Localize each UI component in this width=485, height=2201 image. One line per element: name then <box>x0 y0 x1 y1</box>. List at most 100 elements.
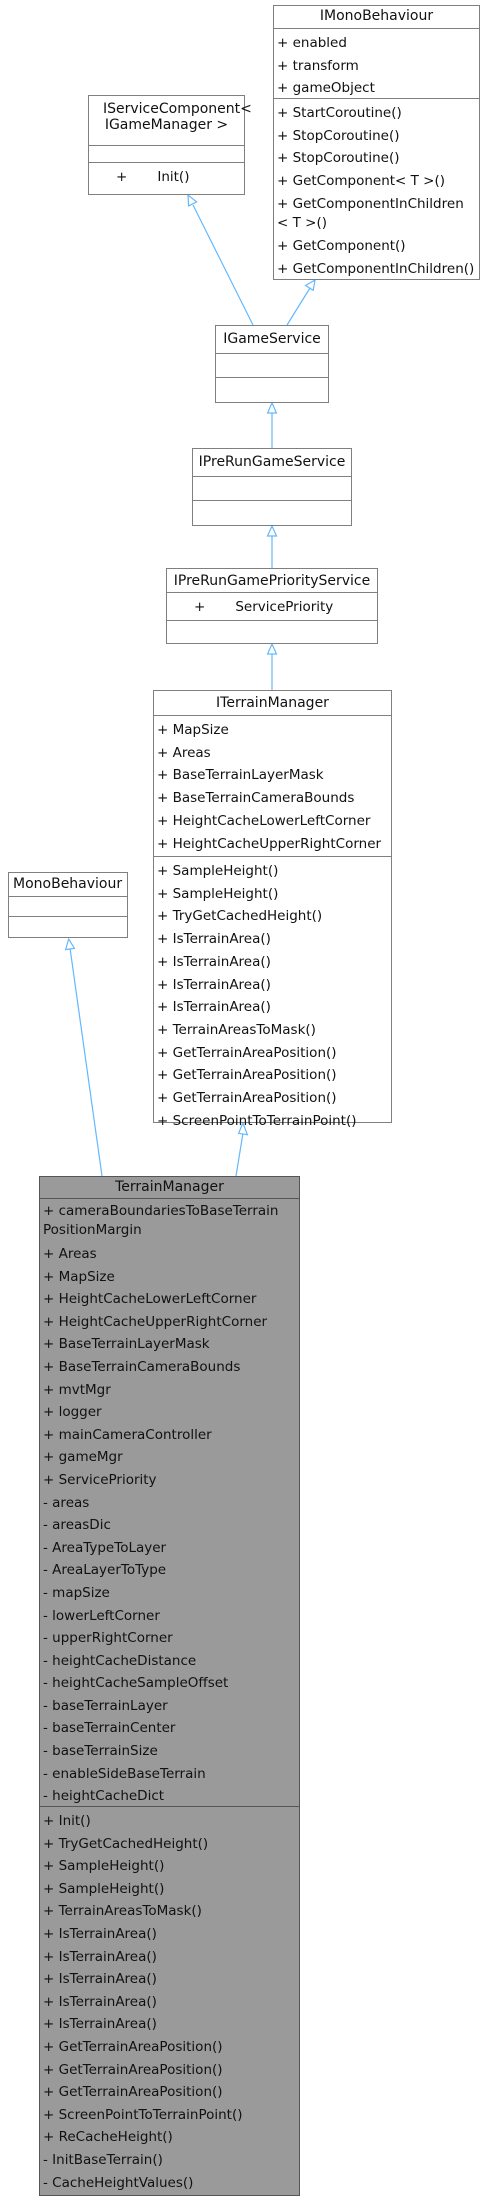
attribute: + HeightCacheUpperRightCorner <box>157 835 382 852</box>
operation: + IsTerrainArea() <box>43 2016 157 2033</box>
operations-section <box>193 501 351 504</box>
operation: + IsTerrainArea() <box>157 953 271 970</box>
operation: + IsTerrainArea() <box>157 931 271 948</box>
attribute: - baseTerrainSize <box>43 1743 158 1760</box>
arrowhead-iprerunprio <box>266 642 278 655</box>
class-title: IGameService <box>216 326 328 354</box>
operation: + StopCoroutine() <box>277 150 400 167</box>
attribute: + MapSize <box>43 1268 115 1285</box>
attribute: - heightCacheDistance <box>43 1652 197 1669</box>
attribute: + gameObject <box>277 80 375 97</box>
attribute: + mainCameraController <box>43 1426 212 1443</box>
operation: + SampleHeight() <box>157 885 279 902</box>
class-iprerungameservice[interactable]: IPreRunGameService <box>192 448 352 526</box>
attribute: + HeightCacheLowerLeftCorner <box>43 1291 257 1308</box>
attribute: + logger <box>43 1404 102 1421</box>
class-title: IPreRunGamePriorityService <box>167 569 377 593</box>
operation: + StartCoroutine() <box>277 105 402 121</box>
attributes-section: + cameraBoundariesToBaseTerrain Position… <box>40 1199 299 1807</box>
attribute: - baseTerrainCenter <box>43 1720 176 1737</box>
operation: + ScreenPointToTerrainPoint() <box>43 2106 243 2123</box>
attribute: - areasDic <box>43 1517 111 1534</box>
operations-section: + Init() + TryGetCachedHeight() + Sample… <box>40 1807 299 2194</box>
operations-section <box>216 378 328 381</box>
class-terrainmanager[interactable]: TerrainManager + cameraBoundariesToBaseT… <box>39 1176 300 2196</box>
attribute: - baseTerrainLayer <box>43 1697 168 1714</box>
operation: + GetComponentInChildren < T >() <box>277 195 464 231</box>
class-igameservice[interactable]: IGameService <box>215 325 329 403</box>
attribute: + BaseTerrainLayerMask <box>43 1336 210 1353</box>
edge-terrain-to-iterrain <box>235 1132 244 1177</box>
attribute: + BaseTerrainLayerMask <box>157 767 324 784</box>
arrowhead-iterrain <box>237 1121 249 1136</box>
attributes-section <box>216 354 328 378</box>
attribute: + HeightCacheLowerLeftCorner <box>157 812 371 829</box>
class-imonobehaviour[interactable]: IMonoBehaviour + enabled + transform + g… <box>273 5 480 280</box>
attribute: - lowerLeftCorner <box>43 1607 160 1624</box>
operation: + IsTerrainArea() <box>43 1925 157 1942</box>
operation: + SampleHeight() <box>43 1880 165 1897</box>
operations-section: + StartCoroutine() + StopCoroutine() + S… <box>274 99 479 280</box>
operation: + IsTerrainArea() <box>157 976 271 993</box>
operations-section <box>167 621 377 624</box>
operation: + TerrainAreasToMask() <box>43 1903 202 1920</box>
operation: + SampleHeight() <box>157 863 279 879</box>
attribute: - upperRightCorner <box>43 1630 173 1647</box>
attribute: + enabled <box>277 35 347 51</box>
attribute: - mapSize <box>43 1584 110 1601</box>
operation: + TryGetCachedHeight() <box>43 1835 209 1852</box>
attribute: + transform <box>277 57 359 74</box>
attributes-section: + ServicePriority <box>167 593 377 621</box>
operation: + ScreenPointToTerrainPoint() <box>157 1112 357 1129</box>
edge-terrain-to-mono <box>69 947 103 1177</box>
arrowhead-imono <box>304 278 316 292</box>
attribute: - areas <box>43 1494 90 1511</box>
edge-igame-to-iservice <box>192 204 254 326</box>
attribute: - AreaLayerToType <box>43 1562 167 1579</box>
class-title: IServiceComponent< IGameManager > <box>89 96 252 146</box>
class-iservicecomponent[interactable]: IServiceComponent< IGameManager > + Init… <box>88 95 252 195</box>
operation: + GetTerrainAreaPosition() <box>43 2038 223 2055</box>
operation: + ReCacheHeight() <box>43 2129 173 2146</box>
class-iprerungamepriorityservice[interactable]: IPreRunGamePriorityService + ServicePrio… <box>166 568 378 644</box>
attribute: - enableSideBaseTerrain <box>43 1765 206 1782</box>
operation: + GetTerrainAreaPosition() <box>43 2084 223 2101</box>
class-title: IMonoBehaviour <box>274 6 479 29</box>
arrowhead-iprerun <box>266 524 278 537</box>
attributes-section: + MapSize + Areas + BaseTerrainLayerMask… <box>154 716 391 857</box>
attribute: + ServicePriority <box>43 1471 157 1488</box>
arrowhead-igame <box>266 401 278 414</box>
operations-section: + SampleHeight() + SampleHeight() + TryG… <box>154 857 391 1132</box>
class-title: MonoBehaviour <box>9 873 127 897</box>
attribute: + ServicePriority <box>194 599 334 615</box>
operation: + IsTerrainArea() <box>43 1971 157 1988</box>
operation: + TerrainAreasToMask() <box>157 1021 316 1038</box>
class-monobehaviour[interactable]: MonoBehaviour <box>8 872 128 938</box>
attribute: + gameMgr <box>43 1449 123 1466</box>
class-title: ITerrainManager <box>154 691 391 716</box>
edge-igame-to-imono <box>286 287 311 326</box>
operation: + GetComponentInChildren() <box>277 260 475 277</box>
operation: + StopCoroutine() <box>277 127 400 144</box>
operation: + Init() <box>116 169 190 185</box>
operations-section: + Init() <box>89 163 244 189</box>
arrowhead-iservice <box>187 193 198 207</box>
operation: + GetTerrainAreaPosition() <box>157 1090 337 1107</box>
attribute: - AreaTypeToLayer <box>43 1539 167 1556</box>
attribute: + BaseTerrainCameraBounds <box>43 1358 241 1375</box>
operations-section <box>9 917 127 920</box>
attribute: + Areas <box>157 744 211 761</box>
operation: + GetTerrainAreaPosition() <box>157 1044 337 1061</box>
class-iterrainmanager[interactable]: ITerrainManager + MapSize + Areas + Base… <box>153 690 392 1129</box>
attributes-section <box>89 146 244 163</box>
operation: + IsTerrainArea() <box>43 1948 157 1965</box>
attribute: - heightCacheSampleOffset <box>43 1675 229 1692</box>
operation: + SampleHeight() <box>43 1858 165 1875</box>
operation: + GetComponent< T >() <box>277 173 446 190</box>
attribute: + BaseTerrainCameraBounds <box>157 790 355 807</box>
class-title: TerrainManager <box>40 1177 299 1199</box>
operation: + Init() <box>43 1813 91 1829</box>
operation: + TryGetCachedHeight() <box>157 908 323 925</box>
operation: + IsTerrainArea() <box>157 999 271 1016</box>
